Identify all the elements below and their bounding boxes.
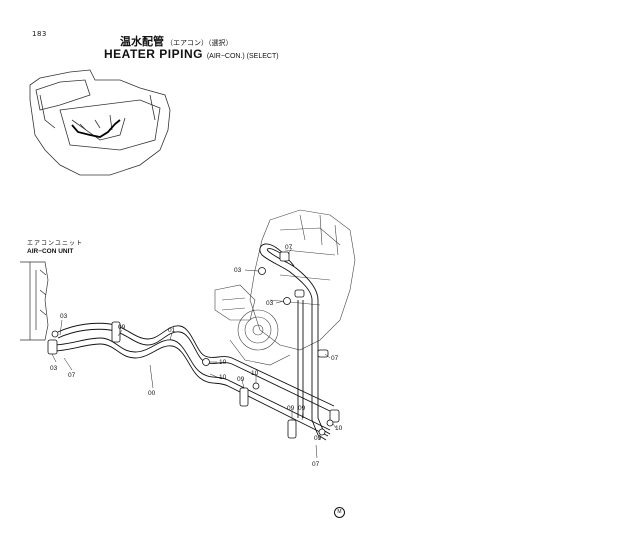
callout-09-low2: 09 [314,435,322,442]
aircon-unit-label-en: AIR−CON UNIT [27,248,74,255]
title-en-sub: (AIR−CON.) (SELECT) [206,53,279,60]
heater-pipe-riser [259,243,331,441]
corner-mark: M [334,507,345,518]
heater-pipe-lower [51,337,331,437]
title-jp-sub: （エアコン）（選択） [166,39,233,47]
title-japanese: 温水配管（エアコン）（選択） [120,33,233,49]
callout-03-left: 03 [60,313,68,320]
callout-03-left-low: 03 [50,365,58,372]
callout-09-low: 09 [298,405,306,412]
callout-00: 00 [148,390,156,397]
callout-07-top: 07 [285,244,293,251]
callout-01: 01 [168,327,176,334]
callout-10-a: 10 [219,359,227,366]
callout-09-left: 09 [118,324,126,331]
heater-pipe-upper [57,322,335,413]
title-en-main: HEATER PIPING [104,47,203,61]
pipe-clamps [47,251,340,439]
title-jp-main: 温水配管 [120,35,164,48]
callout-10-right: 10 [251,370,259,377]
callout-07-bottom: 07 [312,461,320,468]
aircon-unit-label-jp: エアコンユニット [27,240,84,247]
leader-lines [51,247,337,459]
callout-03-top: 03 [234,267,242,274]
callout-10-b: 10 [219,374,227,381]
callout-07-left: 07 [68,372,76,379]
callout-09-mid: 09 [237,376,245,383]
overview-highlight-pipe [71,119,121,138]
aircon-unit-sketch [20,261,49,341]
callout-03-mid: 03 [266,300,274,307]
title-english: HEATER PIPING (AIR−CON.) (SELECT) [104,47,279,61]
callout-10-right2: 10 [335,425,343,432]
machine-overview-sketch [29,69,171,176]
callout-07-right: 07 [331,355,339,362]
callout-09-right: 09 [287,405,295,412]
callout-labels: 07 03 03 03 09 01 03 07 00 10 10 09 07 0… [50,244,343,468]
page-number: 183 [32,30,47,38]
engine-sketch [214,209,356,366]
